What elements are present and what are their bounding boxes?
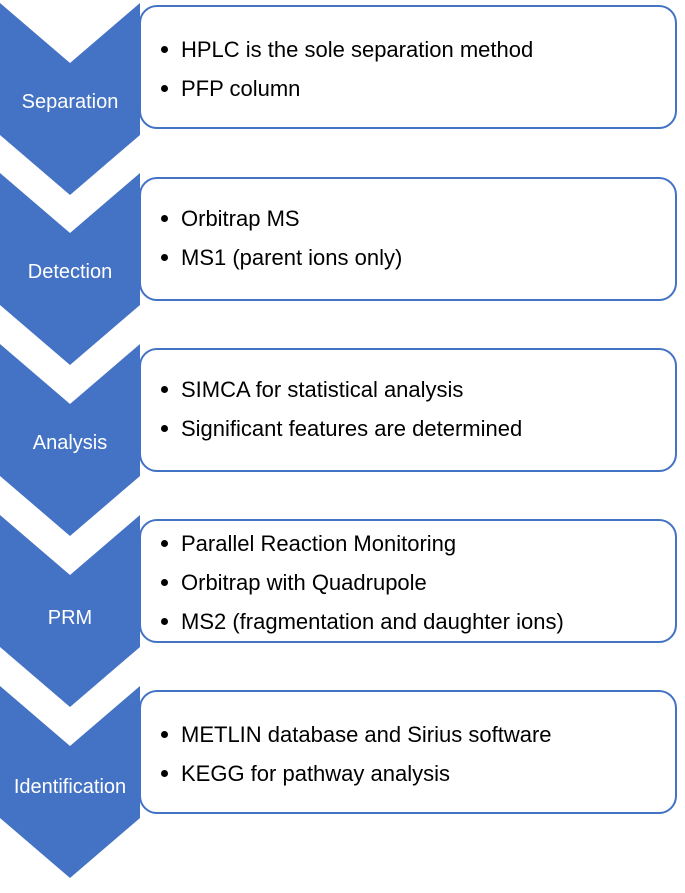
- bullet-dot-icon: [161, 386, 168, 393]
- bullet-dot-icon: [161, 618, 168, 625]
- chevron-analysis: Analysis: [0, 344, 140, 536]
- chevron-shape-detection: [0, 173, 140, 365]
- bullet-dot-icon: [161, 85, 168, 92]
- chevron-detection: Detection: [0, 173, 140, 365]
- bullet-list-separation: HPLC is the sole separation method PFP c…: [159, 30, 669, 108]
- bullet-item: PFP column: [159, 69, 669, 108]
- stage-label-separation: Separation: [21, 91, 119, 113]
- stage-box-separation: HPLC is the sole separation method PFP c…: [139, 5, 677, 129]
- stage-box-identification: METLIN database and Sirius software KEGG…: [139, 690, 677, 814]
- bullet-text: Parallel Reaction Monitoring: [181, 531, 457, 556]
- bullet-dot-icon: [161, 46, 168, 53]
- bullet-text: MS1 (parent ions only): [181, 245, 403, 270]
- bullet-list-identification: METLIN database and Sirius software KEGG…: [159, 715, 669, 793]
- bullet-text: KEGG for pathway analysis: [181, 761, 451, 786]
- chevron-shape-identification: [0, 686, 140, 878]
- bullet-item: SIMCA for statistical analysis: [159, 370, 669, 409]
- bullet-item: METLIN database and Sirius software: [159, 715, 669, 754]
- bullet-dot-icon: [161, 215, 168, 222]
- bullet-item: Significant features are determined: [159, 409, 669, 448]
- bullet-text: Significant features are determined: [181, 416, 523, 441]
- bullet-item: Orbitrap with Quadrupole: [159, 563, 669, 602]
- bullet-dot-icon: [161, 254, 168, 261]
- stage-label-analysis: Analysis: [32, 432, 108, 454]
- bullet-text: MS2 (fragmentation and daughter ions): [181, 609, 564, 634]
- bullet-item: MS2 (fragmentation and daughter ions): [159, 602, 669, 641]
- bullet-dot-icon: [161, 731, 168, 738]
- bullet-item: Parallel Reaction Monitoring: [159, 524, 669, 563]
- chevron-separation: Separation: [0, 3, 140, 195]
- bullet-text: Orbitrap with Quadrupole: [181, 570, 427, 595]
- bullet-text: HPLC is the sole separation method: [181, 37, 534, 62]
- stage-label-detection: Detection: [27, 261, 113, 283]
- chevron-shape-analysis: [0, 344, 140, 536]
- chevron-identification: Identification: [0, 686, 140, 878]
- stage-box-prm: Parallel Reaction Monitoring Orbitrap wi…: [139, 519, 677, 643]
- bullet-item: KEGG for pathway analysis: [159, 754, 669, 793]
- bullet-dot-icon: [161, 770, 168, 777]
- bullet-list-analysis: SIMCA for statistical analysis Significa…: [159, 370, 669, 448]
- bullet-list-prm: Parallel Reaction Monitoring Orbitrap wi…: [159, 524, 669, 641]
- bullet-list-detection: Orbitrap MS MS1 (parent ions only): [159, 199, 669, 277]
- bullet-text: Orbitrap MS: [181, 206, 300, 231]
- chevron-prm: PRM: [0, 515, 140, 707]
- bullet-dot-icon: [161, 425, 168, 432]
- bullet-item: MS1 (parent ions only): [159, 238, 669, 277]
- stage-box-analysis: SIMCA for statistical analysis Significa…: [139, 348, 677, 472]
- bullet-text: SIMCA for statistical analysis: [181, 377, 464, 402]
- bullet-item: HPLC is the sole separation method: [159, 30, 669, 69]
- bullet-text: METLIN database and Sirius software: [181, 722, 552, 747]
- stage-label-prm: PRM: [47, 607, 93, 629]
- bullet-dot-icon: [161, 579, 168, 586]
- chevron-shape-prm: [0, 515, 140, 707]
- stage-box-detection: Orbitrap MS MS1 (parent ions only): [139, 177, 677, 301]
- bullet-dot-icon: [161, 540, 168, 547]
- bullet-text: PFP column: [181, 76, 301, 101]
- chevron-shape-separation: [0, 3, 140, 195]
- bullet-item: Orbitrap MS: [159, 199, 669, 238]
- stage-label-identification: Identification: [13, 776, 127, 798]
